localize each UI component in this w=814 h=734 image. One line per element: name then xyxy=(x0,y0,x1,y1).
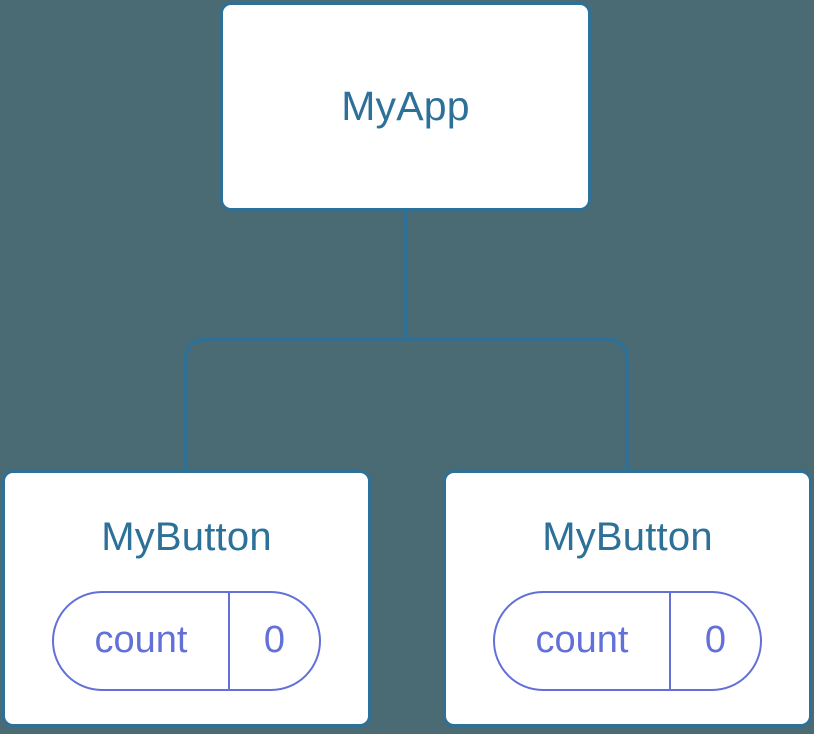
node-title-myapp: MyApp xyxy=(341,83,470,129)
node-title-mybutton-right: MyButton xyxy=(542,515,713,559)
node-myapp[interactable]: MyApp xyxy=(220,2,591,211)
state-value-right: 0 xyxy=(669,593,760,689)
node-mybutton-left[interactable]: MyButton count 0 xyxy=(2,470,371,727)
node-title-mybutton-left: MyButton xyxy=(101,515,272,559)
node-mybutton-right[interactable]: MyButton count 0 xyxy=(443,470,812,727)
state-pill-right[interactable]: count 0 xyxy=(493,591,762,691)
state-pill-left[interactable]: count 0 xyxy=(52,591,321,691)
connector-branch-left xyxy=(183,337,406,470)
state-key-left: count xyxy=(94,619,188,661)
state-key-right: count xyxy=(535,619,629,661)
state-value-left: 0 xyxy=(228,593,319,689)
connector-branch-right xyxy=(405,337,629,470)
